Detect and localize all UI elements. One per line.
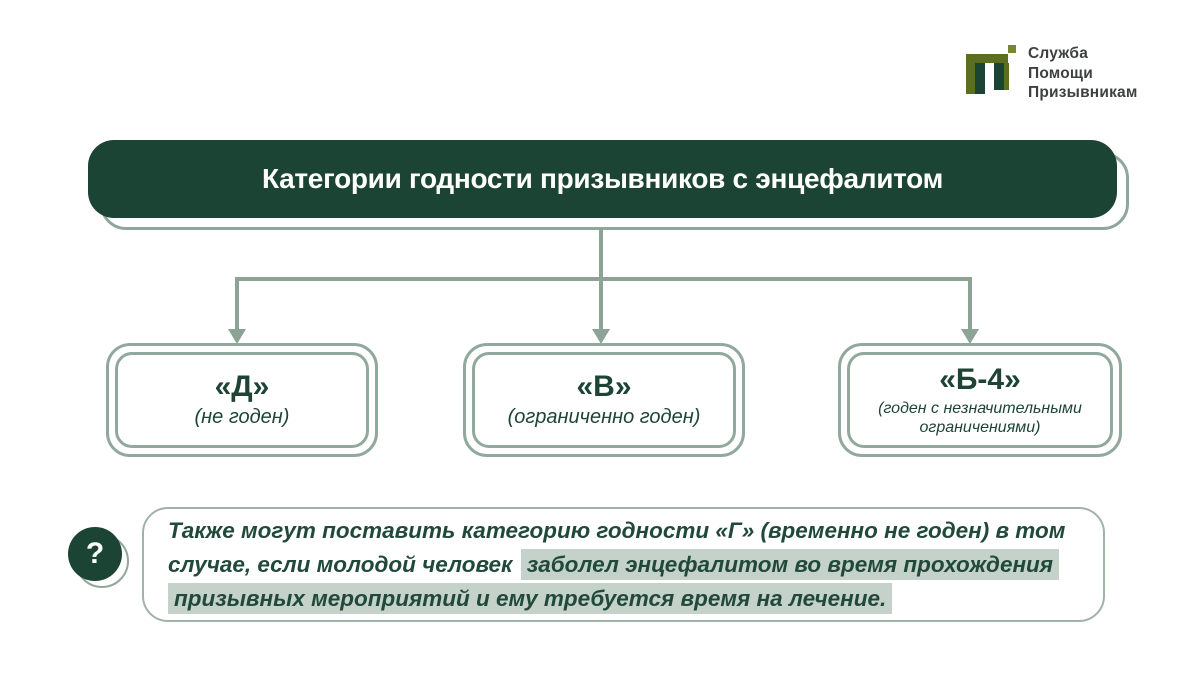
- category-description: (не годен): [194, 406, 290, 428]
- note-text-plain: случае, если молодой человек: [168, 551, 513, 577]
- category-card-v-inner: «В» (ограниченно годен): [472, 352, 736, 448]
- note-callout: Также могут поставить категорию годности…: [142, 507, 1105, 622]
- category-card-d: «Д» (не годен): [106, 343, 378, 457]
- brand-name-line: Служба: [1028, 45, 1089, 62]
- brand-logo-icon: [966, 45, 1016, 94]
- category-card-b4-inner: «Б-4» (годен с незначительными ограничен…: [847, 352, 1113, 448]
- brand-logo-text: Служба Помощи Призывникам: [1028, 44, 1138, 103]
- question-mark-glyph: ?: [85, 537, 105, 570]
- note-text-line: призывных мероприятий и ему требуется вр…: [168, 582, 1079, 616]
- category-code: «Д»: [214, 370, 270, 403]
- header-banner: Категории годности призывников с энцефал…: [88, 140, 1117, 218]
- connector-stems: [235, 229, 972, 331]
- category-code: «В»: [576, 370, 632, 403]
- arrowhead-icons: [228, 329, 979, 344]
- category-description: (ограниченно годен): [507, 406, 701, 428]
- note-text-line: Также могут поставить категорию годности…: [168, 514, 1079, 548]
- category-card-b4: «Б-4» (годен с незначительными ограничен…: [838, 343, 1122, 457]
- brand-name-line: Помощи: [1028, 64, 1093, 82]
- category-card-v: «В» (ограниченно годен): [463, 343, 745, 457]
- arrow-down-icon: [228, 329, 246, 344]
- note-text-line: случае, если молодой человек заболел энц…: [168, 548, 1079, 582]
- note-text-highlighted: призывных мероприятий и ему требуется вр…: [168, 582, 893, 614]
- note-text-highlighted: заболел энцефалитом во время прохождения: [520, 548, 1060, 580]
- arrow-down-icon: [592, 329, 610, 344]
- brand-logo: Служба Помощи Призывникам: [964, 44, 1138, 103]
- brand-name-line: Призывникам: [1028, 84, 1138, 101]
- question-mark-icon: ?: [68, 527, 122, 581]
- category-card-d-inner: «Д» (не годен): [115, 352, 369, 448]
- category-code: «Б-4»: [939, 362, 1021, 396]
- note-text-plain: Также могут поставить категорию годности…: [168, 517, 1066, 543]
- page-title: Категории годности призывников с энцефал…: [261, 163, 944, 194]
- arrow-down-icon: [961, 329, 979, 344]
- category-description: (годен с незначительными ограничениями): [878, 399, 1082, 436]
